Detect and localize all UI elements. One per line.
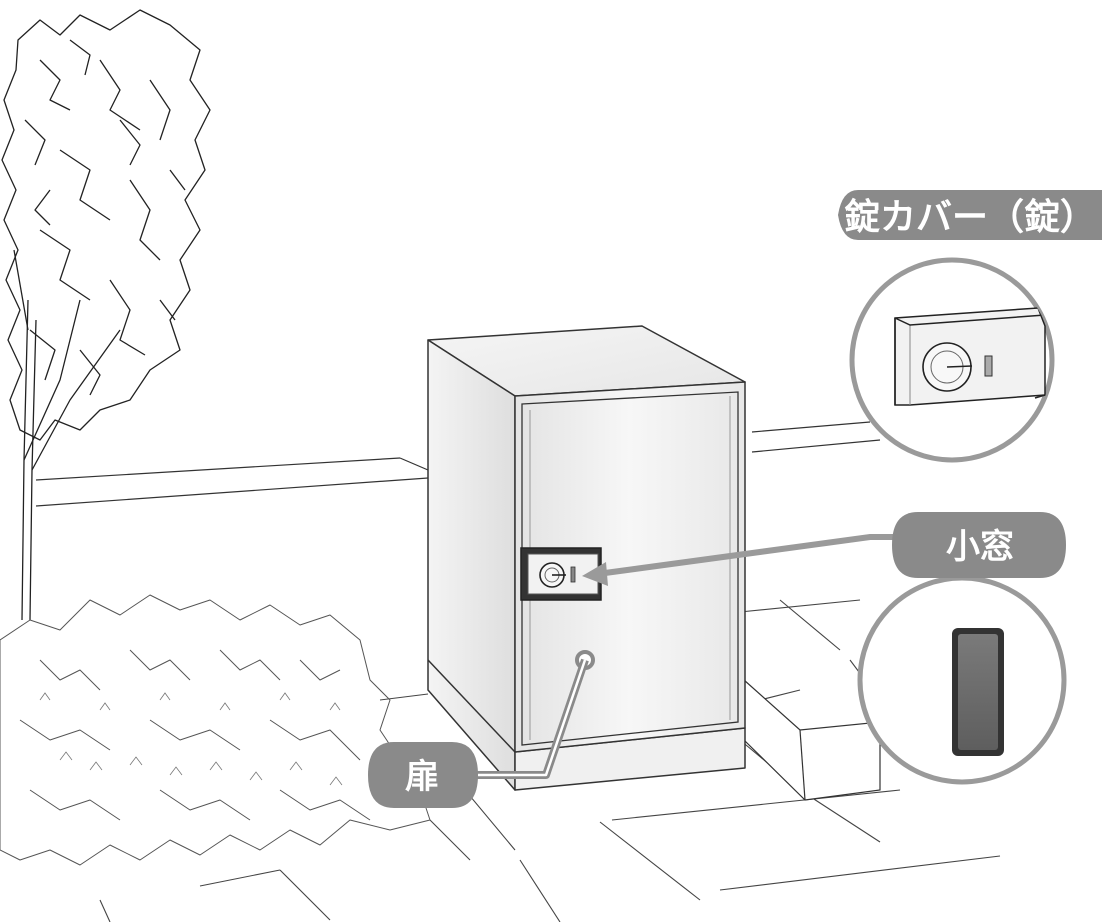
door-label-text: 扉 xyxy=(405,757,439,797)
shrubs xyxy=(0,594,431,866)
small-window-leader xyxy=(604,534,895,576)
small-window-detail-circle xyxy=(857,575,1067,785)
small-window-arrowhead xyxy=(582,562,608,586)
shrub-texture xyxy=(39,692,343,786)
lock-cover-label: 錠カバー（錠） xyxy=(838,190,1102,240)
lock-cover-detail-circle xyxy=(849,257,1055,463)
lock-cover-label-text: 錠カバー（錠） xyxy=(844,197,1096,238)
small-window-label-text: 小窓 xyxy=(946,527,1014,567)
tree xyxy=(1,9,211,621)
door-label: 扉 xyxy=(368,742,478,808)
background-lines xyxy=(35,421,881,507)
door-leader-inner xyxy=(476,659,587,777)
safe-side xyxy=(427,339,516,791)
small-window-label: 小窓 xyxy=(892,512,1066,578)
